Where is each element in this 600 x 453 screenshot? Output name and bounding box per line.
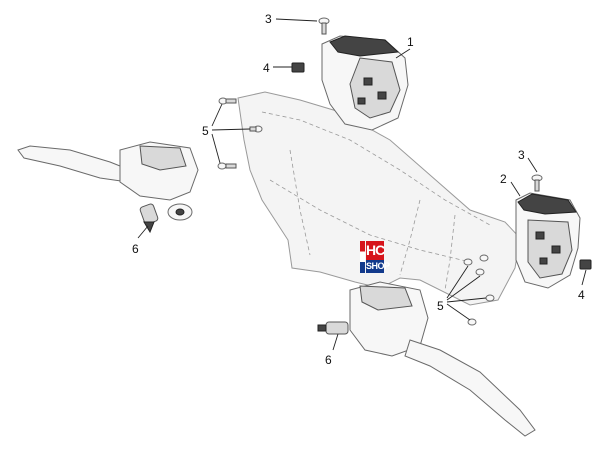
callout-6-left: 6 — [132, 242, 139, 256]
screws-left — [217, 97, 263, 170]
left-brake-lever — [17, 141, 199, 221]
right-brake-lever — [349, 281, 536, 437]
screw-top — [318, 17, 330, 35]
right-brake-switch — [317, 321, 349, 335]
right-switch-housing — [515, 192, 581, 289]
callout-5-right: 5 — [437, 299, 444, 313]
callout-6-bottom: 6 — [325, 353, 332, 367]
screws-right — [463, 254, 495, 326]
callout-3-top: 3 — [265, 12, 272, 26]
callout-3-right: 3 — [518, 148, 525, 162]
left-brake-switch — [139, 203, 159, 234]
callout-1: 1 — [407, 35, 414, 49]
callout-5-left: 5 — [202, 124, 209, 138]
clip-right — [579, 259, 592, 270]
screw-right — [531, 174, 543, 192]
handlebar-cover — [237, 91, 521, 306]
clip-top — [291, 62, 305, 73]
logo-flag-stripe — [360, 241, 365, 273]
logo-brand-text: HC — [366, 241, 385, 260]
hc-shop-logo: HC SHOP — [360, 241, 390, 277]
left-switch-housing — [321, 35, 409, 131]
callout-4-right: 4 — [578, 288, 585, 302]
leader-lines — [137, 18, 587, 351]
callout-4-top: 4 — [263, 61, 270, 75]
logo-sub-text: SHOP — [366, 260, 390, 273]
callout-2: 2 — [500, 172, 507, 186]
